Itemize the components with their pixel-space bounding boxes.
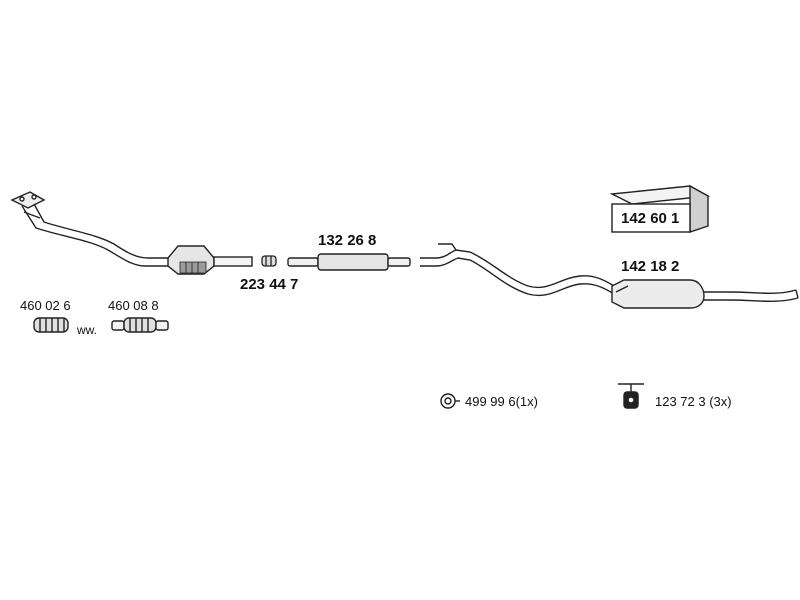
middle-silencer <box>287 253 411 271</box>
flex-pipe-b-label: 460 08 8 <box>108 298 159 313</box>
flex-pipe-a <box>33 317 69 333</box>
rear-silencer-label: 142 18 2 <box>621 258 680 275</box>
mounting-kit-box <box>609 184 711 233</box>
pipe-clamp <box>261 255 277 267</box>
hanger-fitting-label: 123 72 3 (3x) <box>655 394 732 409</box>
catalytic-converter <box>167 245 215 275</box>
middle-silencer-label: 132 26 8 <box>318 232 377 249</box>
clamp-label: 223 44 7 <box>240 276 299 293</box>
rear-pipe <box>420 243 623 299</box>
rubber-hanger-icon <box>618 383 644 409</box>
flex-pipe-b <box>111 317 169 333</box>
rubber-ring-icon <box>440 393 460 409</box>
front-pipe-flange <box>10 191 46 209</box>
front-pipe <box>21 203 168 267</box>
flex-pipe-a-label: 460 02 6 <box>20 298 71 313</box>
or-separator: ww. <box>77 323 98 337</box>
rear-silencer <box>611 279 799 309</box>
ring-fitting-label: 499 99 6(1x) <box>465 394 538 409</box>
mounting-kit-label: 142 60 1 <box>621 210 680 227</box>
converter-outlet-pipe <box>213 256 253 267</box>
